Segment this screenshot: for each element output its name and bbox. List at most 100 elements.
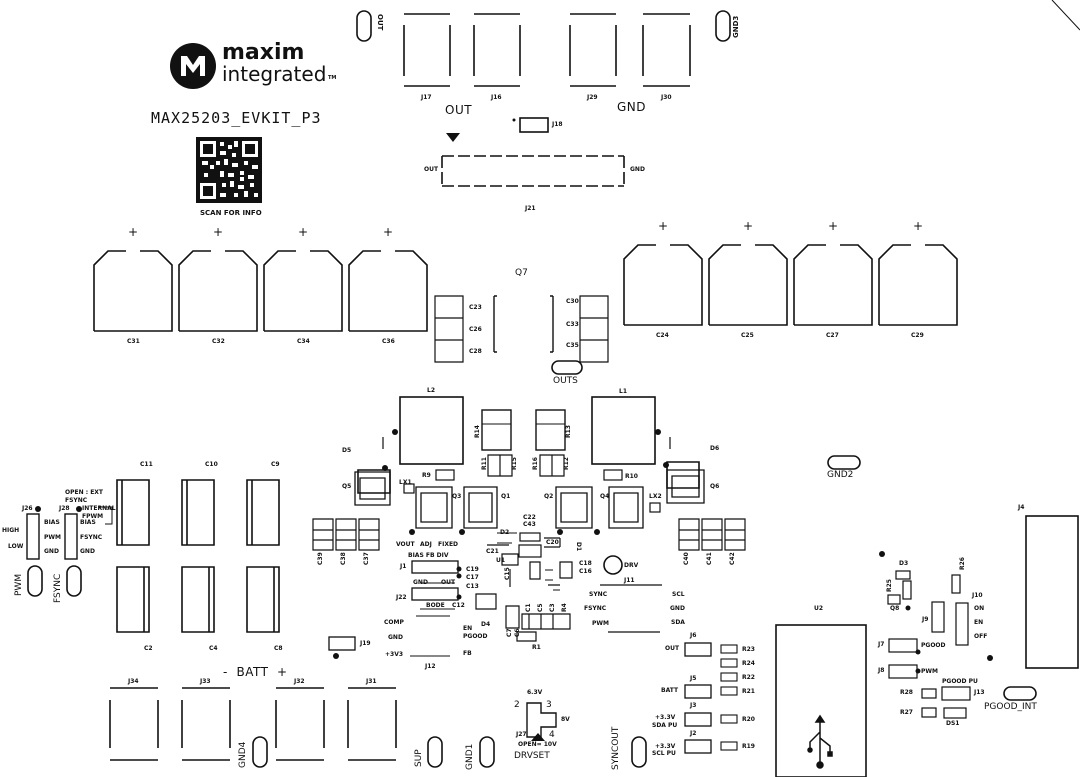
- c15-label: C15: [504, 567, 511, 580]
- c33-label: C33: [566, 321, 579, 328]
- connector-j31[interactable]: [347, 687, 397, 761]
- jumper-j22[interactable]: [411, 587, 459, 601]
- d6-label: D6: [710, 445, 720, 452]
- drvset-6v3-label: 6.3V: [527, 689, 543, 696]
- jumper-j1[interactable]: [411, 560, 459, 574]
- pgood-int-label: PGOOD_INT: [984, 702, 1037, 712]
- connector-j5[interactable]: [684, 684, 712, 699]
- scl-pu-label: SCL PU: [652, 750, 676, 757]
- qr-code-icon[interactable]: [196, 137, 262, 203]
- batt-label: - BATT +: [223, 665, 288, 679]
- j5-batt-label: BATT: [661, 687, 679, 694]
- connector-j6[interactable]: [684, 642, 712, 657]
- j13-label: J13: [974, 689, 985, 696]
- sup-test-pad[interactable]: [427, 736, 443, 768]
- connector-j17[interactable]: [403, 13, 451, 87]
- cap-c32: [178, 250, 258, 332]
- r1-label: R1: [532, 644, 541, 651]
- gnd2-pin-label: GND: [80, 548, 95, 555]
- q8-label: Q8: [890, 605, 900, 612]
- plus-c25: +: [743, 219, 754, 233]
- c30-label: C30: [566, 298, 579, 305]
- drvset-jumper-j27[interactable]: [526, 702, 557, 738]
- fsync-test-pad[interactable]: [66, 565, 82, 597]
- j12-label: J12: [425, 663, 436, 670]
- r19-label: R19: [742, 743, 755, 750]
- sda-label: SDA: [671, 619, 685, 626]
- cap-c36: [348, 250, 428, 332]
- transistor-q3: [415, 486, 453, 529]
- r9-label: R9: [422, 472, 431, 479]
- connector-j33[interactable]: [181, 687, 231, 761]
- j22-label: J22: [396, 594, 407, 601]
- connector-j30[interactable]: [642, 13, 691, 87]
- connector-j19[interactable]: [328, 636, 356, 651]
- brand-tm: TM: [328, 75, 337, 81]
- connector-j21[interactable]: [441, 155, 625, 187]
- pwm-test-pad[interactable]: [27, 565, 43, 597]
- j10-label: J10: [972, 592, 983, 599]
- connector-j2[interactable]: [684, 739, 712, 754]
- connector-j16[interactable]: [473, 13, 521, 87]
- fsync-pin-label: FSYNC: [80, 534, 103, 541]
- jumper-j28[interactable]: [64, 513, 78, 560]
- r28-label: R28: [900, 689, 913, 696]
- c29-label: C29: [911, 332, 924, 339]
- outs-test-pad[interactable]: [551, 360, 583, 375]
- bias2-label: BIAS: [80, 519, 96, 526]
- gnd-label: GND: [617, 100, 647, 114]
- ds1-label: DS1: [946, 720, 960, 727]
- c38-label: C38: [340, 552, 347, 565]
- c40-label: C40: [683, 552, 690, 565]
- c26-label: C26: [469, 326, 482, 333]
- sda-3v3-label: +3.3V: [655, 714, 676, 721]
- j21-gnd-label: GND: [630, 166, 645, 173]
- jumper-j9[interactable]: [931, 601, 945, 633]
- connector-j4[interactable]: [1025, 515, 1079, 669]
- gnd1-test-pad[interactable]: [479, 736, 495, 768]
- off-label: OFF: [974, 633, 988, 640]
- connector-j32[interactable]: [275, 687, 325, 761]
- connector-j13[interactable]: [941, 686, 971, 701]
- c11-label: C11: [140, 461, 153, 468]
- pgood-int-test-pad[interactable]: [1003, 686, 1037, 701]
- c39-label: C39: [317, 552, 324, 565]
- jumper-j26[interactable]: [26, 513, 40, 560]
- drv-test-point[interactable]: [603, 555, 623, 575]
- connector-j8[interactable]: [888, 664, 918, 679]
- c16-label: C16: [579, 568, 592, 575]
- j21-label: J21: [525, 205, 536, 212]
- c21-label: C21: [486, 548, 499, 555]
- fsync-pad-label: FSYNC: [53, 573, 63, 603]
- lx1-label: LX1: [399, 479, 412, 486]
- connector-j34[interactable]: [109, 687, 159, 761]
- c1-label: C1: [525, 603, 532, 612]
- connector-j29[interactable]: [569, 13, 617, 87]
- gnd3-test-pad[interactable]: [715, 10, 731, 42]
- r25-label: R25: [886, 579, 893, 592]
- connector-j7[interactable]: [888, 638, 918, 653]
- c10-label: C10: [205, 461, 218, 468]
- syncout-test-pad[interactable]: [631, 736, 647, 768]
- d5-label: D5: [342, 447, 352, 454]
- j7-pgood-label: PGOOD: [921, 642, 946, 649]
- gnd4-test-pad[interactable]: [252, 736, 268, 768]
- r16-label: R16: [532, 457, 539, 470]
- connector-j3[interactable]: [684, 712, 712, 727]
- c37-label: C37: [363, 552, 370, 565]
- sync-label: SYNC: [589, 591, 608, 598]
- q1-label: Q1: [501, 493, 511, 500]
- jumper-j10[interactable]: [955, 602, 969, 646]
- r24-label: R24: [742, 660, 755, 667]
- out-test-pad[interactable]: [356, 10, 372, 42]
- brand-line-2: integrated: [222, 62, 327, 86]
- r4-label: R4: [561, 603, 568, 612]
- connector-j18[interactable]: [519, 117, 549, 133]
- gnd2-test-pad[interactable]: [827, 455, 861, 470]
- c35-label: C35: [566, 342, 579, 349]
- j4-label: J4: [1018, 504, 1025, 511]
- d1-label: D1: [575, 542, 582, 552]
- u2-label: U2: [814, 605, 824, 612]
- fixed-label: FIXED: [438, 541, 459, 548]
- j30-label: J30: [661, 94, 672, 101]
